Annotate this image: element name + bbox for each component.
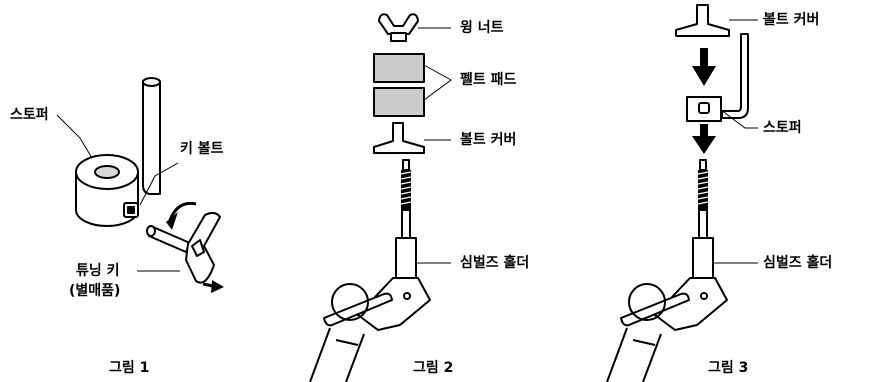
- felt-pad-2: [373, 87, 425, 117]
- stopper-rod: [142, 81, 161, 195]
- label-stopper: 스토퍼: [10, 107, 49, 123]
- label-sold-separately: (별매품): [69, 283, 121, 299]
- bolt-thread: [698, 170, 708, 210]
- figure-2-illustration: [309, 13, 452, 382]
- bolt-tip: [402, 159, 410, 171]
- holder-ratchet: [628, 283, 666, 321]
- holder-pole-upper: [401, 209, 411, 239]
- bolt-cover: [675, 4, 730, 37]
- holder-ratchet: [331, 283, 369, 321]
- leader-stopper: [720, 109, 758, 129]
- label-cymbal-holder: 심벌즈 홀더: [460, 255, 530, 271]
- bolt-thread: [401, 170, 411, 210]
- wing-nut-base: [390, 32, 407, 42]
- figure-3: 볼트 커버 스토퍼 심벌즈 홀더 그림 3: [580, 0, 875, 382]
- stopper-rod-top: [142, 77, 161, 87]
- stopper-socket: [698, 102, 710, 114]
- figure-1-illustration: [56, 77, 224, 293]
- felt-pad-1: [373, 53, 425, 83]
- holder-lower-tube: [309, 327, 365, 382]
- holder-pivot: [403, 292, 411, 300]
- label-wing-nut: 윙 너트: [460, 20, 504, 36]
- label-felt-pad: 펠트 패드: [460, 72, 517, 88]
- holder-lower-tube: [606, 327, 662, 382]
- arrow-shaft-2: [700, 124, 708, 138]
- label-stopper: 스토퍼: [763, 120, 802, 136]
- label-bolt-cover: 볼트 커버: [763, 12, 820, 28]
- label-bolt-cover: 볼트 커버: [460, 132, 517, 148]
- down-arrow-icon-1: [692, 66, 716, 86]
- holder-pole: [395, 237, 417, 279]
- leader-felt-pad: [423, 64, 452, 101]
- arrow-shaft-1: [700, 48, 708, 68]
- label-tuning-key: 튜닝 키: [76, 263, 120, 279]
- tuning-key-grip: [191, 239, 205, 257]
- label-key-bolt: 키 볼트: [180, 141, 224, 157]
- holder-pivot: [700, 292, 708, 300]
- wing-nut: [378, 13, 419, 35]
- figure-2: 윙 너트 펠트 패드 볼트 커버 심벌즈 홀더 그림 2: [290, 0, 580, 382]
- caption-figure-1: 그림 1: [109, 360, 150, 376]
- caption-figure-2: 그림 2: [413, 360, 454, 376]
- figure-1: 스토퍼 키 볼트 튜닝 키 (별매품) 그림 1: [0, 0, 290, 382]
- figure-3-illustration: [606, 4, 758, 382]
- leader-key-bolt: [139, 162, 179, 206]
- rotate-arrow-icon: [166, 212, 178, 230]
- bolt-tip: [699, 159, 707, 171]
- bolt-cover: [373, 122, 425, 154]
- holder-pole: [692, 237, 714, 279]
- detach-arrow-icon: [211, 280, 224, 293]
- key-bolt-socket: [127, 206, 135, 214]
- stopper-rod: [721, 33, 749, 119]
- holder-pole-upper: [698, 209, 708, 239]
- down-arrow-icon-2: [692, 136, 716, 154]
- leader-stopper: [56, 114, 93, 159]
- caption-figure-3: 그림 3: [708, 360, 749, 376]
- tuning-key-tip: [146, 225, 156, 237]
- stopper-hole: [94, 165, 120, 179]
- label-cymbal-holder: 심벌즈 홀더: [763, 255, 833, 271]
